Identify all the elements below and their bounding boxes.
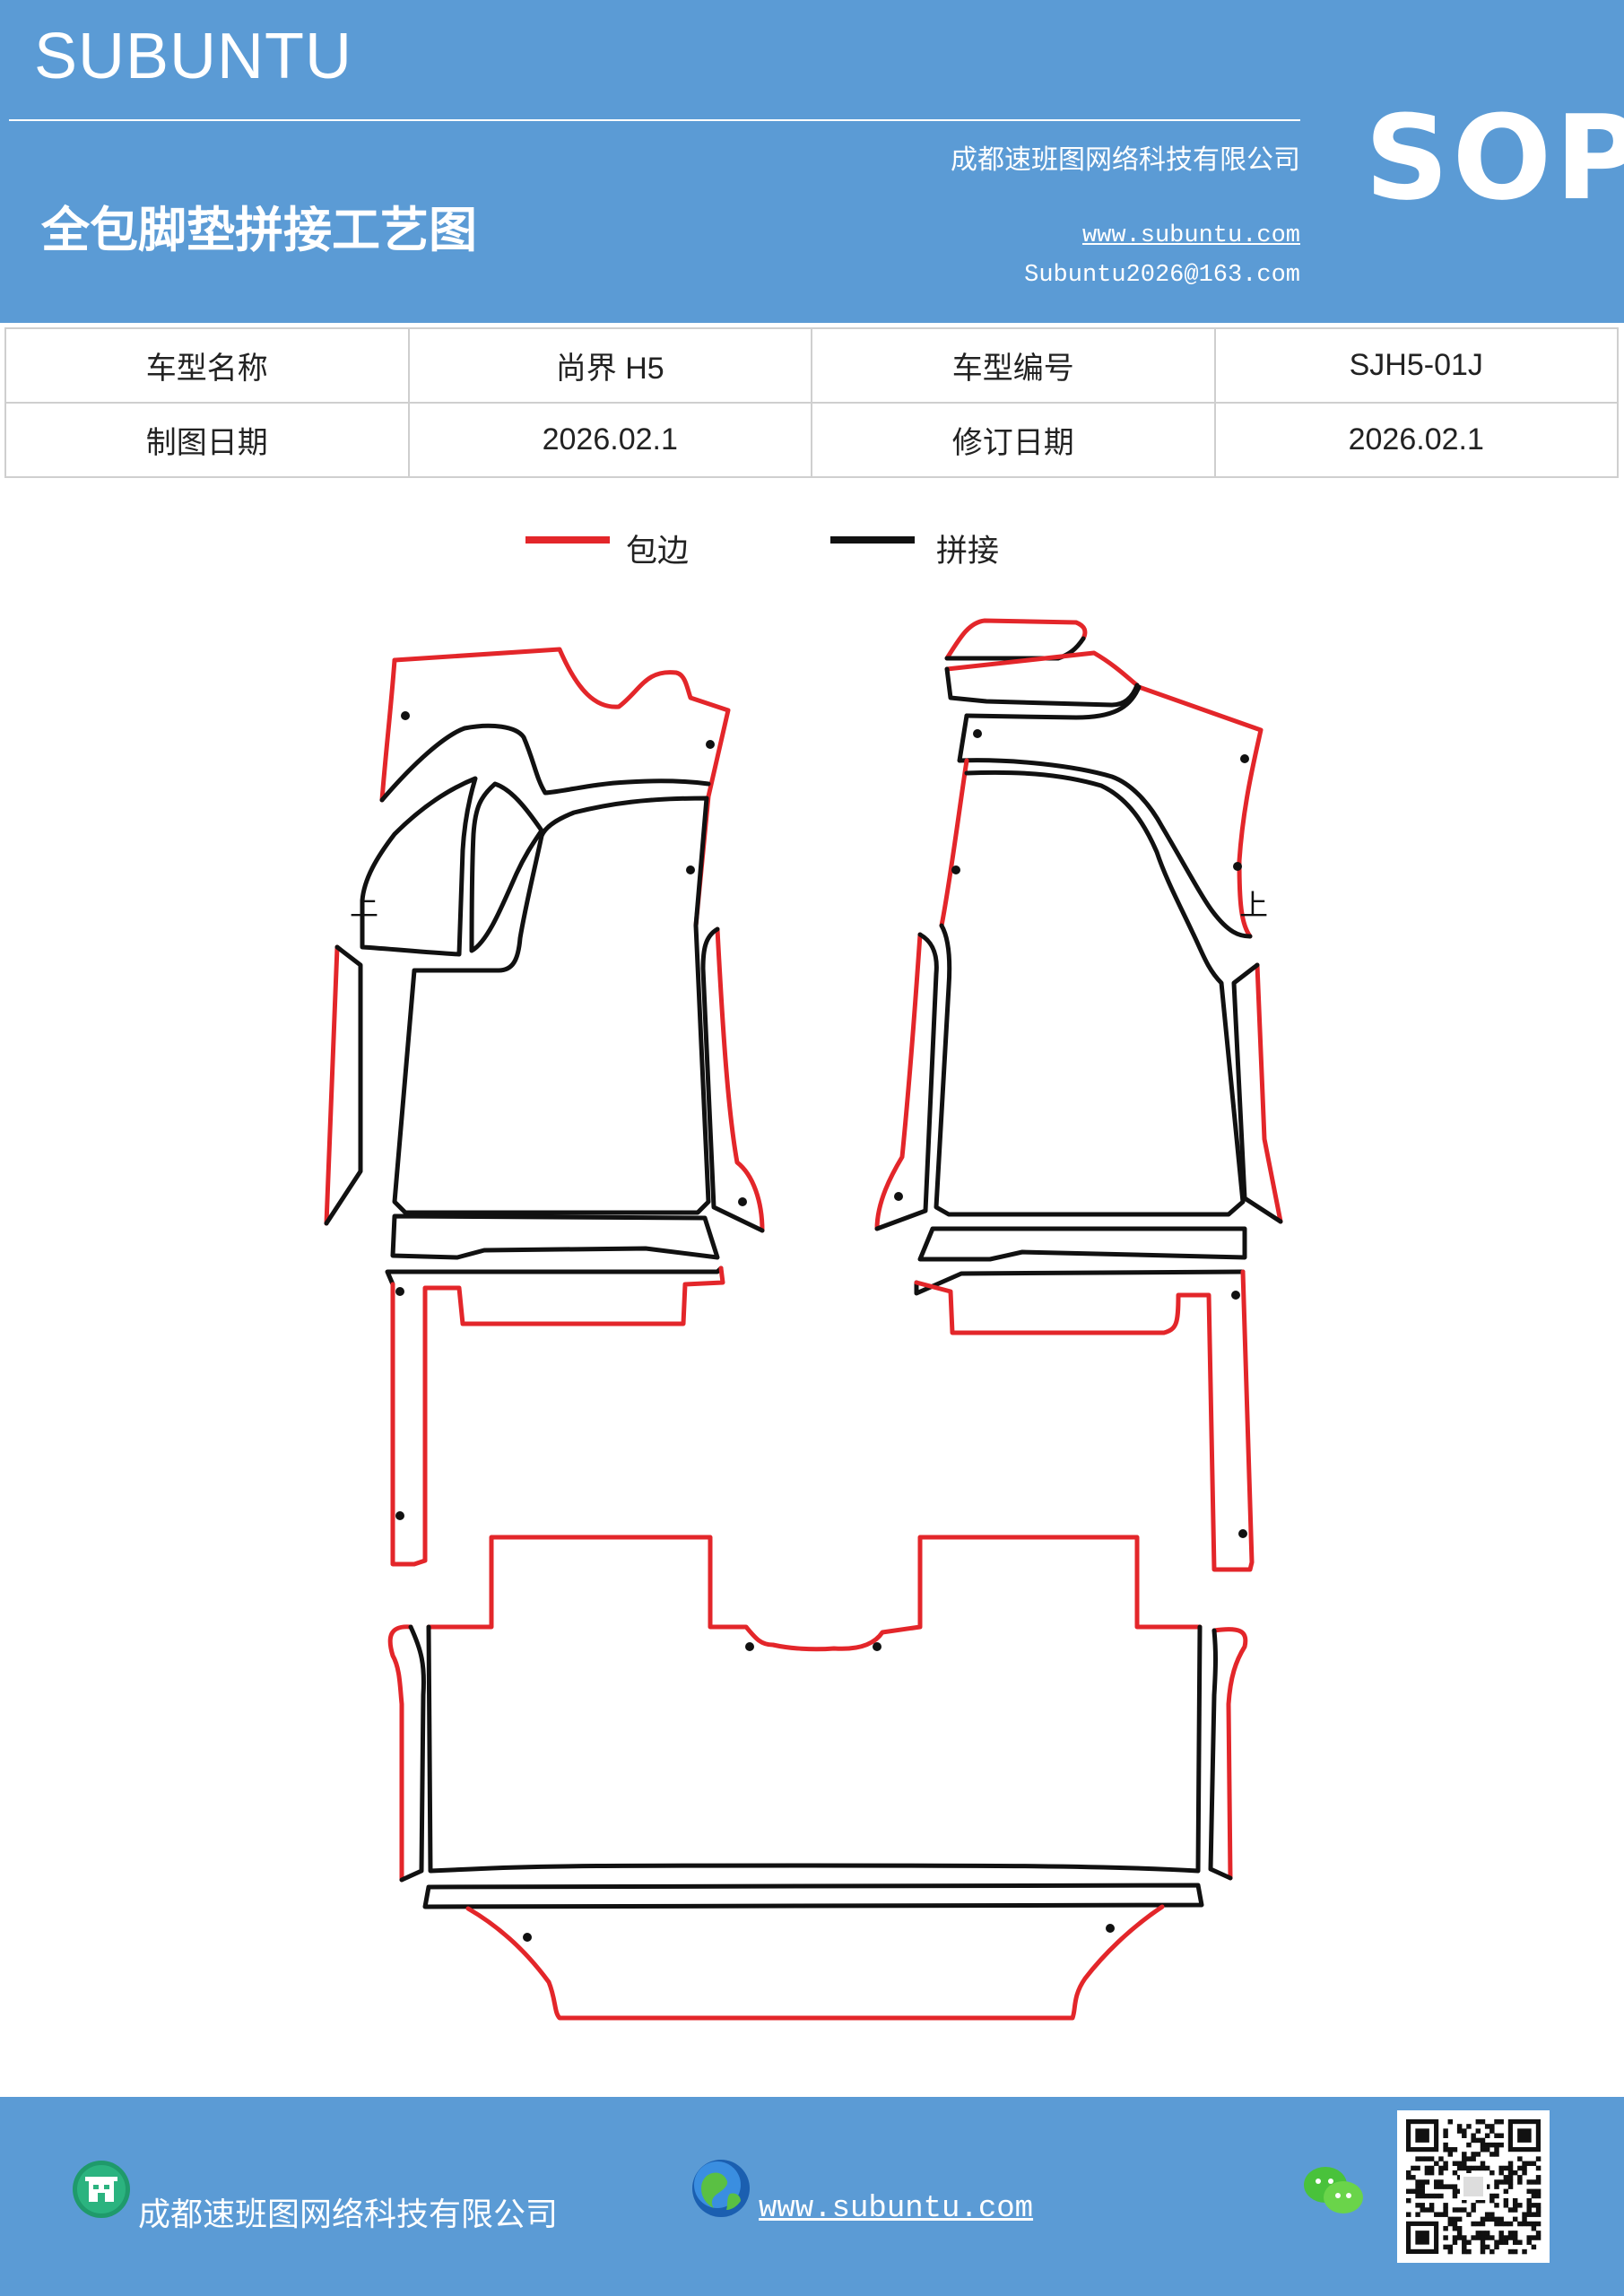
rear-right-side-top bbox=[914, 1269, 1246, 1296]
footer-banner: 成都速班图网络科技有限公司 www.subuntu.com bbox=[0, 2097, 1624, 2296]
passenger-door-strip-edge bbox=[874, 932, 923, 1231]
rear-left-strip-seam bbox=[399, 1624, 426, 1883]
passenger-side-strip-seam bbox=[1231, 962, 1283, 1224]
model-code-label: 车型编号 bbox=[811, 327, 1216, 404]
qr-code[interactable] bbox=[1397, 2110, 1550, 2263]
model-name-value: 尚界 H5 bbox=[407, 327, 812, 404]
draw-date-label: 制图日期 bbox=[4, 402, 410, 478]
rear-left-side-top bbox=[385, 1265, 724, 1287]
passenger-mid-strip-edge bbox=[944, 650, 1140, 688]
passenger-top-strip-edge bbox=[944, 618, 1088, 661]
passenger-mat-seam-top bbox=[957, 713, 1253, 939]
footer-website-link[interactable]: www.subuntu.com bbox=[759, 2192, 1034, 2226]
passenger-mid-strip-seam bbox=[944, 666, 1140, 708]
passenger-mat-edge bbox=[1136, 684, 1264, 939]
company-name: 成都速班图网络科技有限公司 bbox=[951, 144, 1300, 176]
reference-dot bbox=[1233, 862, 1242, 871]
passenger-mat-seam-bridge bbox=[964, 684, 1142, 720]
rear-left-side-edge bbox=[390, 1265, 725, 1567]
passenger-connector-strip bbox=[917, 1226, 1247, 1262]
passenger-mat-seam-inner bbox=[934, 770, 1246, 1217]
passenger-mat bbox=[874, 618, 1283, 1572]
driver-mat-edge bbox=[392, 647, 731, 928]
email-address: Subuntu2026@163.com bbox=[1024, 262, 1300, 289]
legend-label-edge: 包边 bbox=[626, 534, 690, 570]
orientation-mark-right: 上 bbox=[1239, 888, 1268, 922]
reference-dot bbox=[745, 1642, 754, 1651]
reference-dot bbox=[951, 865, 960, 874]
orientation-mark-left: 上 bbox=[350, 888, 378, 922]
model-code-value: SJH5-01J bbox=[1213, 327, 1619, 404]
reference-dot bbox=[395, 1511, 404, 1520]
globe-icon bbox=[692, 2160, 750, 2217]
reference-dot bbox=[738, 1197, 747, 1206]
rear-right-strip-edge bbox=[1211, 1627, 1248, 1881]
website-link[interactable]: www.subuntu.com bbox=[1081, 222, 1300, 249]
reference-dot bbox=[1240, 754, 1249, 763]
driver-connector-strip bbox=[390, 1213, 720, 1260]
rear-right-strip-seam bbox=[1208, 1628, 1233, 1881]
header-banner: SUBUNTU SOP 全包脚垫拼接工艺图 成都速班图网络科技有限公司 www.… bbox=[0, 0, 1624, 323]
driver-side-strip-edge bbox=[324, 944, 340, 1226]
reference-dot bbox=[523, 1933, 532, 1942]
driver-mat-edge-left bbox=[379, 657, 397, 803]
rear-mat bbox=[387, 1535, 1248, 2021]
wechat-icon bbox=[1304, 2167, 1363, 2213]
passenger-mat-left-edge bbox=[939, 758, 969, 928]
rear-mat-edge bbox=[426, 1535, 1203, 1652]
revise-date-label: 修订日期 bbox=[811, 402, 1216, 478]
passenger-door-strip-seam bbox=[874, 932, 939, 1231]
reference-dot bbox=[1106, 1924, 1115, 1933]
model-name-label: 车型名称 bbox=[4, 327, 410, 404]
info-table: 车型名称 尚界 H5 车型编号 SJH5-01J 制图日期 2026.02.1 … bbox=[4, 327, 1619, 478]
driver-pedal-piece bbox=[360, 776, 478, 957]
driver-mat-seam-inner bbox=[392, 796, 711, 1215]
passenger-side-strip-edge bbox=[1255, 962, 1283, 1224]
driver-side-strip-seam bbox=[324, 944, 363, 1226]
reference-dot bbox=[686, 865, 695, 874]
driver-mat-seam bbox=[379, 723, 711, 803]
brand-name: SUBUNTU bbox=[34, 21, 353, 92]
page-title: 全包脚垫拼接工艺图 bbox=[41, 201, 477, 258]
revise-date-value: 2026.02.1 bbox=[1213, 402, 1619, 478]
driver-door-strip-edge bbox=[715, 926, 765, 1233]
draw-date-value: 2026.02.1 bbox=[407, 402, 812, 478]
header-divider bbox=[9, 119, 1300, 121]
rear-bottom-edge bbox=[465, 1904, 1165, 2021]
driver-door-strip-seam bbox=[700, 926, 765, 1233]
reference-dot bbox=[1231, 1291, 1240, 1300]
sop-badge: SOP bbox=[1365, 90, 1624, 226]
building-icon bbox=[73, 2161, 130, 2218]
driver-foot-rest bbox=[469, 781, 544, 953]
rear-left-strip-edge bbox=[387, 1624, 413, 1883]
reference-dot bbox=[395, 1287, 404, 1296]
footer-company: 成都速班图网络科技有限公司 bbox=[138, 2196, 559, 2233]
reference-dot bbox=[894, 1192, 903, 1201]
legend-swatch-seam bbox=[830, 536, 915, 544]
reference-dots bbox=[395, 711, 1249, 1942]
rear-connector-strip bbox=[422, 1883, 1204, 1909]
table-row: 车型名称 尚界 H5 车型编号 SJH5-01J bbox=[4, 327, 1619, 404]
rear-right-side-edge bbox=[914, 1269, 1255, 1572]
reference-dot bbox=[401, 711, 410, 720]
rear-mat-seam bbox=[426, 1624, 1203, 1874]
driver-mat bbox=[324, 647, 765, 1567]
reference-dot bbox=[973, 729, 982, 738]
legend-label-seam: 拼接 bbox=[936, 534, 1000, 570]
table-row: 制图日期 2026.02.1 修订日期 2026.02.1 bbox=[4, 402, 1619, 478]
reference-dot bbox=[873, 1642, 881, 1651]
reference-dot bbox=[706, 740, 715, 749]
legend-swatch-edge bbox=[525, 536, 610, 544]
reference-dot bbox=[1238, 1529, 1247, 1538]
